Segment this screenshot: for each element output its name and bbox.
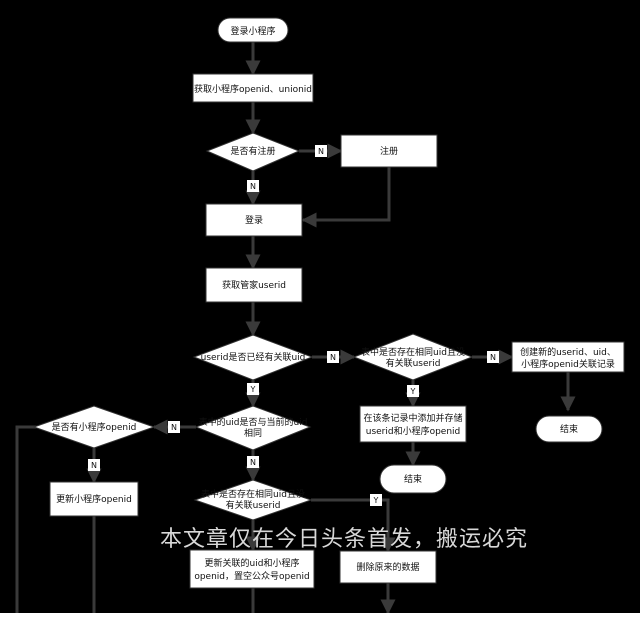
edge-label-n-login: N: [247, 180, 259, 192]
svg-text:N: N: [91, 461, 97, 470]
edge-labels: N N N N Y Y N N N Y: [88, 145, 499, 506]
svg-text:表中是否存在相同uid且没: 表中是否存在相同uid且没: [201, 488, 305, 500]
edge-label-n-hasopenid: N: [168, 421, 180, 433]
edge-register-to-login: [301, 167, 391, 228]
svg-text:N: N: [250, 458, 256, 467]
edge-label-y-delete: Y: [370, 494, 382, 506]
edge-label-n-create: N: [487, 351, 499, 363]
svg-text:更新关联的uid和小程序: 更新关联的uid和小程序: [205, 557, 300, 569]
node-table-same-uid: 表中是否存在相同uid且没 有关联userid: [352, 333, 474, 381]
node-end-middle: 结束: [379, 464, 447, 494]
svg-text:Y: Y: [250, 385, 256, 394]
svg-text:登录小程序: 登录小程序: [230, 25, 275, 37]
svg-text:在该条记录中添加并存储: 在该条记录中添加并存储: [363, 412, 462, 424]
svg-text:N: N: [318, 147, 324, 156]
node-update-association: 更新关联的uid和小程序 openid，置空公众号openid: [189, 549, 315, 589]
edge-hasopenid-left: [15, 425, 36, 613]
svg-text:结束: 结束: [560, 423, 578, 435]
svg-text:创建新的userid、uid、: 创建新的userid、uid、: [520, 346, 616, 358]
svg-text:注册: 注册: [380, 145, 398, 157]
svg-text:删除原来的数据: 删除原来的数据: [356, 561, 419, 573]
node-userid-has-uid: userid是否已经有关联uid: [192, 334, 314, 381]
svg-text:有关联userid: 有关联userid: [386, 357, 441, 369]
node-table-same-uid-2: 表中是否存在相同uid且没 有关联userid: [193, 479, 313, 521]
node-update-mini-openid: 更新小程序openid: [49, 481, 139, 517]
svg-text:N: N: [330, 353, 336, 362]
node-uid-same: 表中的uid是否与当前的uid 相同: [194, 405, 312, 451]
edge-label-y-uidsame: Y: [247, 383, 259, 395]
svg-text:表中是否存在相同uid且没: 表中是否存在相同uid且没: [361, 346, 465, 358]
node-get-userid: 获取管家userid: [205, 267, 303, 303]
svg-text:Y: Y: [373, 496, 379, 505]
edge-label-n-register: N: [315, 145, 327, 157]
node-has-mini-openid: 是否有小程序openid: [32, 405, 156, 449]
svg-text:N: N: [490, 353, 496, 362]
svg-text:获取管家userid: 获取管家userid: [222, 279, 286, 291]
svg-text:获取小程序openid、unionid: 获取小程序openid、unionid: [194, 83, 312, 95]
svg-text:更新小程序openid: 更新小程序openid: [56, 493, 132, 505]
node-get-openid: 获取小程序openid、unionid: [192, 73, 314, 103]
svg-text:是否有注册: 是否有注册: [230, 145, 275, 157]
svg-text:是否有小程序openid: 是否有小程序openid: [52, 421, 137, 433]
node-end-right: 结束: [535, 415, 603, 443]
node-delete-data: 删除原来的数据: [339, 550, 437, 584]
edge-label-n-tablesame: N: [327, 351, 339, 363]
edge-tablesame2-to-delete: [311, 498, 396, 553]
edge-label-n-update: N: [88, 459, 100, 471]
svg-text:N: N: [171, 423, 177, 432]
svg-text:openid，置空公众号openid: openid，置空公众号openid: [194, 570, 309, 582]
svg-text:相同: 相同: [244, 427, 262, 439]
svg-text:userid和小程序openid: userid和小程序openid: [366, 425, 461, 437]
nodes: 登录小程序 获取小程序openid、unionid 是否有注册 注册 登录 获取…: [32, 17, 625, 589]
svg-text:小程序openid关联记录: 小程序openid关联记录: [521, 358, 615, 370]
node-create-record: 创建新的userid、uid、 小程序openid关联记录: [511, 341, 625, 373]
node-register: 注册: [340, 134, 438, 168]
svg-text:表中的uid是否与当前的uid: 表中的uid是否与当前的uid: [199, 416, 308, 428]
svg-text:Y: Y: [410, 387, 416, 396]
node-is-registered: 是否有注册: [205, 132, 301, 172]
node-add-store: 在该条记录中添加并存储 userid和小程序openid: [359, 405, 467, 443]
svg-text:结束: 结束: [404, 473, 422, 485]
svg-text:有关联userid: 有关联userid: [226, 499, 281, 511]
svg-text:userid是否已经有关联uid: userid是否已经有关联uid: [201, 351, 306, 363]
svg-text:N: N: [250, 182, 256, 191]
node-start: 登录小程序: [217, 17, 289, 43]
node-login: 登录: [205, 203, 303, 237]
edge-label-n-tablesame2: N: [247, 456, 259, 468]
svg-text:登录: 登录: [245, 215, 263, 226]
edge-label-y-addstore: Y: [407, 385, 419, 397]
watermark-text: 本文章仅在今日头条首发，搬运必究: [160, 527, 529, 552]
